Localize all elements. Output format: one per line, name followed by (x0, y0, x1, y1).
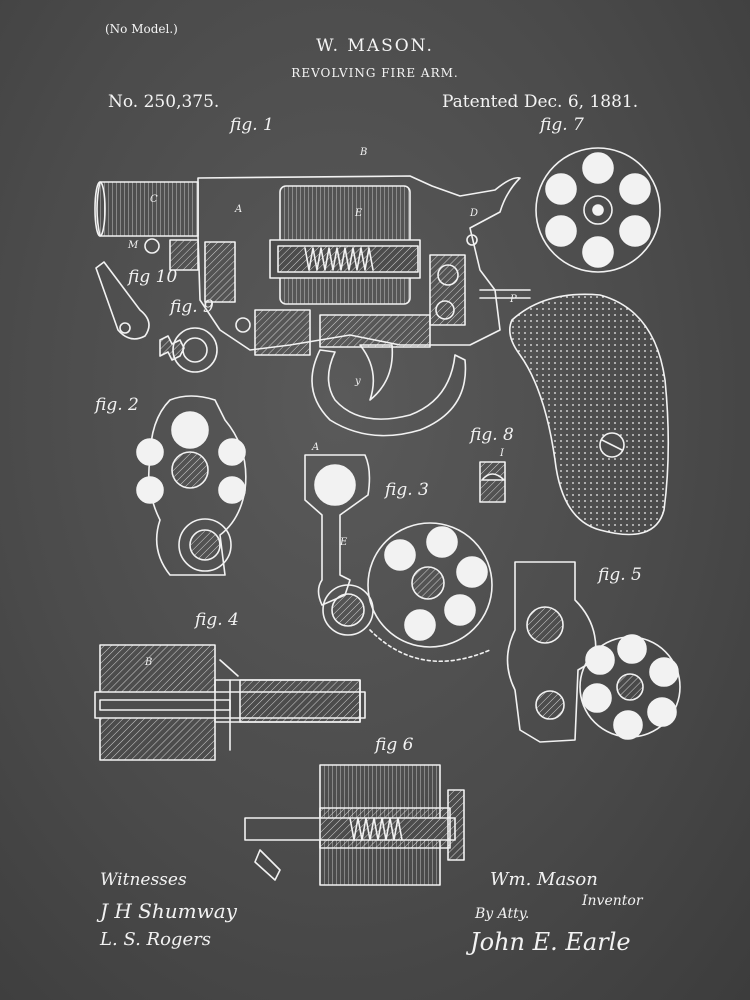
label-a-fig3: A (311, 442, 319, 453)
by-attorney: By Atty. (474, 906, 529, 922)
fig3-caption: fig. 3 (383, 480, 429, 500)
label-m: M (127, 240, 139, 251)
label-d: D (469, 208, 478, 219)
cylinder-spring (304, 247, 374, 271)
label-p: P (509, 294, 517, 305)
fig4-caption: fig. 4 (193, 610, 239, 630)
label-y: y (354, 376, 361, 387)
label-e-fig3: E (339, 537, 348, 548)
patent-date: Patented Dec. 6, 1881. (442, 92, 639, 112)
patent-number: No. 250,375. (108, 92, 220, 112)
barrel (96, 181, 199, 237)
fig4-section (94, 644, 366, 761)
no-model-note: (No Model.) (105, 22, 178, 36)
label-i: I (499, 448, 505, 459)
fig3-frame-open (304, 454, 493, 662)
witness-2-signature: L. S. Rogers (99, 929, 211, 950)
attorney-signature: John E. Earle (465, 928, 631, 956)
fig8-detail (479, 461, 506, 503)
fig1-caption: fig. 1 (228, 115, 274, 135)
fig2-caption: fig. 2 (93, 395, 139, 415)
inventor-signature: Wm. Mason (490, 869, 598, 890)
fig5-caption: fig. 5 (596, 565, 642, 585)
fig6-section (244, 764, 465, 886)
trigger (359, 344, 394, 401)
trigger-guard (311, 349, 467, 437)
fig1-revolver (94, 175, 670, 536)
fig9-caption: fig. 9 (168, 297, 214, 317)
fig6-spring (349, 817, 403, 841)
inventor-role: Inventor (581, 893, 644, 909)
fig9-ratchet (159, 327, 218, 373)
fig8-caption: fig. 8 (468, 425, 514, 445)
witnesses-label: Witnesses (100, 870, 187, 890)
invention-title: REVOLVING FIRE ARM. (291, 66, 459, 80)
fig2-open-view (136, 395, 247, 576)
fig7-caption: fig. 7 (538, 115, 584, 135)
witness-1-signature: J H Shumway (96, 899, 238, 923)
label-a: A (234, 204, 242, 215)
label-b-fig4: B (144, 657, 152, 668)
fig10-lever (95, 261, 150, 340)
label-e: E (354, 208, 363, 219)
grip (509, 293, 670, 536)
fig5-side-view (506, 561, 681, 743)
label-c: C (150, 194, 158, 205)
fig10-caption: fig 10 (126, 267, 177, 287)
fig7-cylinder-front (535, 147, 661, 273)
label-b: B (359, 147, 367, 158)
fig6-caption: fig 6 (373, 735, 414, 755)
inventor-name: W. MASON. (316, 36, 434, 56)
